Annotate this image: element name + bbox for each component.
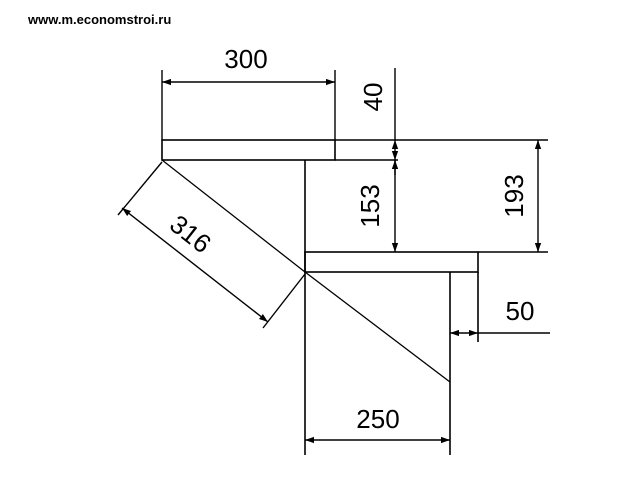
label-tread-thickness: 40 (358, 83, 388, 112)
dimension-step-height (398, 139, 548, 253)
dimension-stringer-length (117, 161, 306, 329)
dimension-line (121, 207, 269, 323)
label-tread-width: 300 (224, 44, 267, 74)
site-url: www.m.economstroi.ru (28, 12, 172, 27)
label-nosing: 50 (506, 296, 535, 326)
extension-line (262, 273, 306, 329)
lower-step (304, 160, 479, 455)
stringer (161, 159, 451, 383)
label-going: 250 (356, 404, 399, 434)
extension-line (117, 161, 163, 216)
label-riser-height: 153 (355, 184, 385, 227)
upper-tread (161, 139, 398, 161)
stringer-line-lower (304, 271, 451, 383)
label-step-height: 193 (499, 174, 529, 217)
dimension-tread-width (161, 70, 336, 140)
label-stringer-length: 316 (164, 209, 217, 259)
upper-tread-board (161, 139, 336, 161)
lower-tread-board (304, 251, 479, 273)
